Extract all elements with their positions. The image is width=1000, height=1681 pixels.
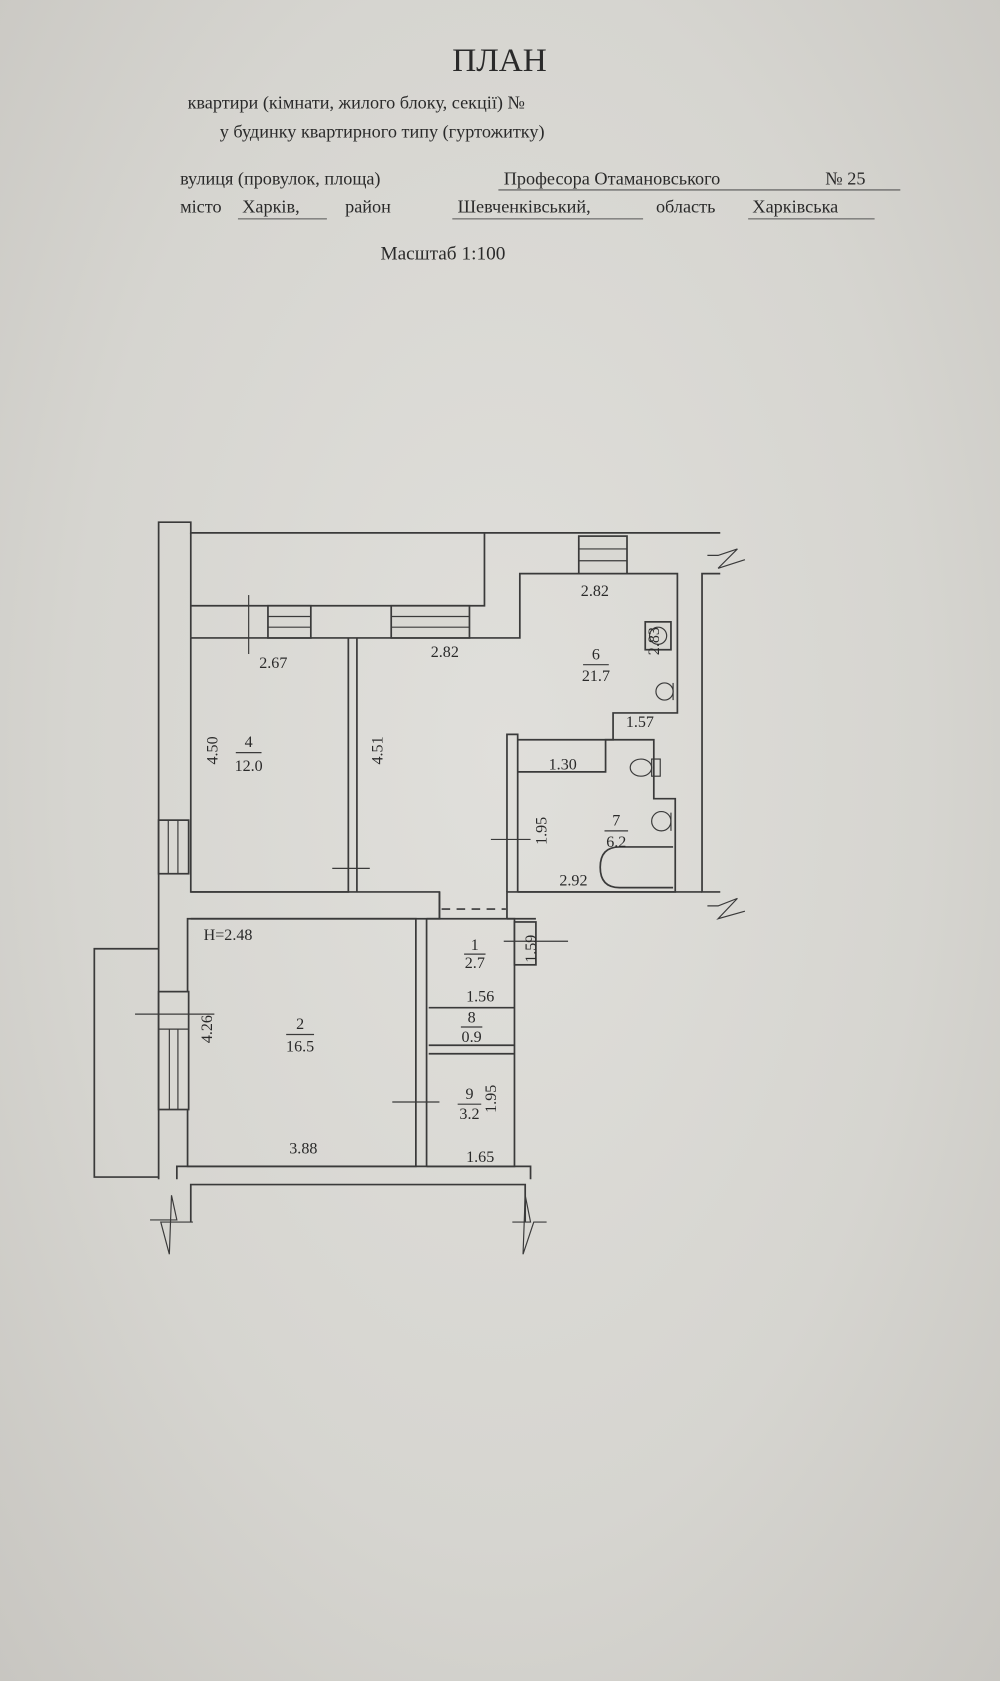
header-line-2: у будинку квартирного типу (гуртожитку) (220, 121, 545, 142)
district-label: район (345, 196, 391, 216)
dim-r4-width: 2.67 (259, 655, 287, 672)
street-value: Професора Отамановського (504, 169, 721, 189)
header: ПЛАН квартири (кімнати, жилого блоку, се… (180, 42, 901, 265)
dim-r1-width: 1.56 (466, 988, 494, 1005)
ceiling-height: H=2.48 (204, 927, 253, 944)
room-8-number: 8 (468, 1010, 476, 1027)
room-8-area: 0.9 (462, 1029, 482, 1046)
room-2-area: 16.5 (286, 1039, 314, 1056)
dim-r6-length-kitchen: 2.83 (646, 627, 663, 655)
room-1-area: 2.7 (465, 955, 485, 972)
dim-r6-step: 1.57 (626, 714, 654, 731)
plan-labels: 2.67 2.82 2.82 2.83 6 21.7 1.57 1.30 4.5… (199, 583, 663, 1166)
room-4-area: 12.0 (235, 758, 263, 775)
city-label: місто (180, 196, 222, 216)
region-value: Харківська (752, 196, 838, 216)
dim-r7-width: 2.92 (559, 873, 587, 890)
city-value: Харків, (242, 196, 299, 216)
dim-r2-length: 4.26 (199, 1015, 216, 1043)
room-6-number: 6 (592, 646, 600, 663)
dim-r1-length: 1.59 (523, 935, 540, 963)
room-6-area: 21.7 (582, 668, 610, 685)
header-line-1: квартири (кімнати, жилого блоку, секції)… (188, 92, 525, 113)
dim-r2-width: 3.88 (289, 1140, 317, 1157)
region-label: область (656, 196, 715, 216)
dim-r6-length-living: 4.51 (370, 736, 387, 764)
room-4-number: 4 (245, 734, 253, 751)
dim-r9-width: 1.65 (466, 1149, 494, 1166)
street-label: вулиця (провулок, площа) (180, 169, 380, 190)
dim-r6-niche: 1.30 (549, 757, 577, 774)
dim-r6-width-living: 2.82 (431, 644, 459, 661)
dim-r9-length: 1.95 (483, 1085, 500, 1113)
dim-r7-length: 1.95 (534, 817, 551, 845)
room-9-area: 3.2 (459, 1106, 479, 1123)
dim-r4-length: 4.50 (205, 736, 222, 764)
district-value: Шевченківський, (458, 196, 591, 216)
room-9-number: 9 (465, 1086, 473, 1103)
room-7-number: 7 (612, 812, 620, 829)
walls (93, 521, 746, 1255)
dim-r6-width-kitchen: 2.82 (581, 583, 609, 600)
plan-title: ПЛАН (452, 42, 547, 79)
room-2-number: 2 (296, 1016, 304, 1033)
house-number: № 25 (825, 169, 865, 189)
room-1-number: 1 (471, 937, 479, 954)
room-7-area: 6.2 (606, 834, 626, 851)
scale-label: Масштаб 1:100 (380, 244, 505, 265)
